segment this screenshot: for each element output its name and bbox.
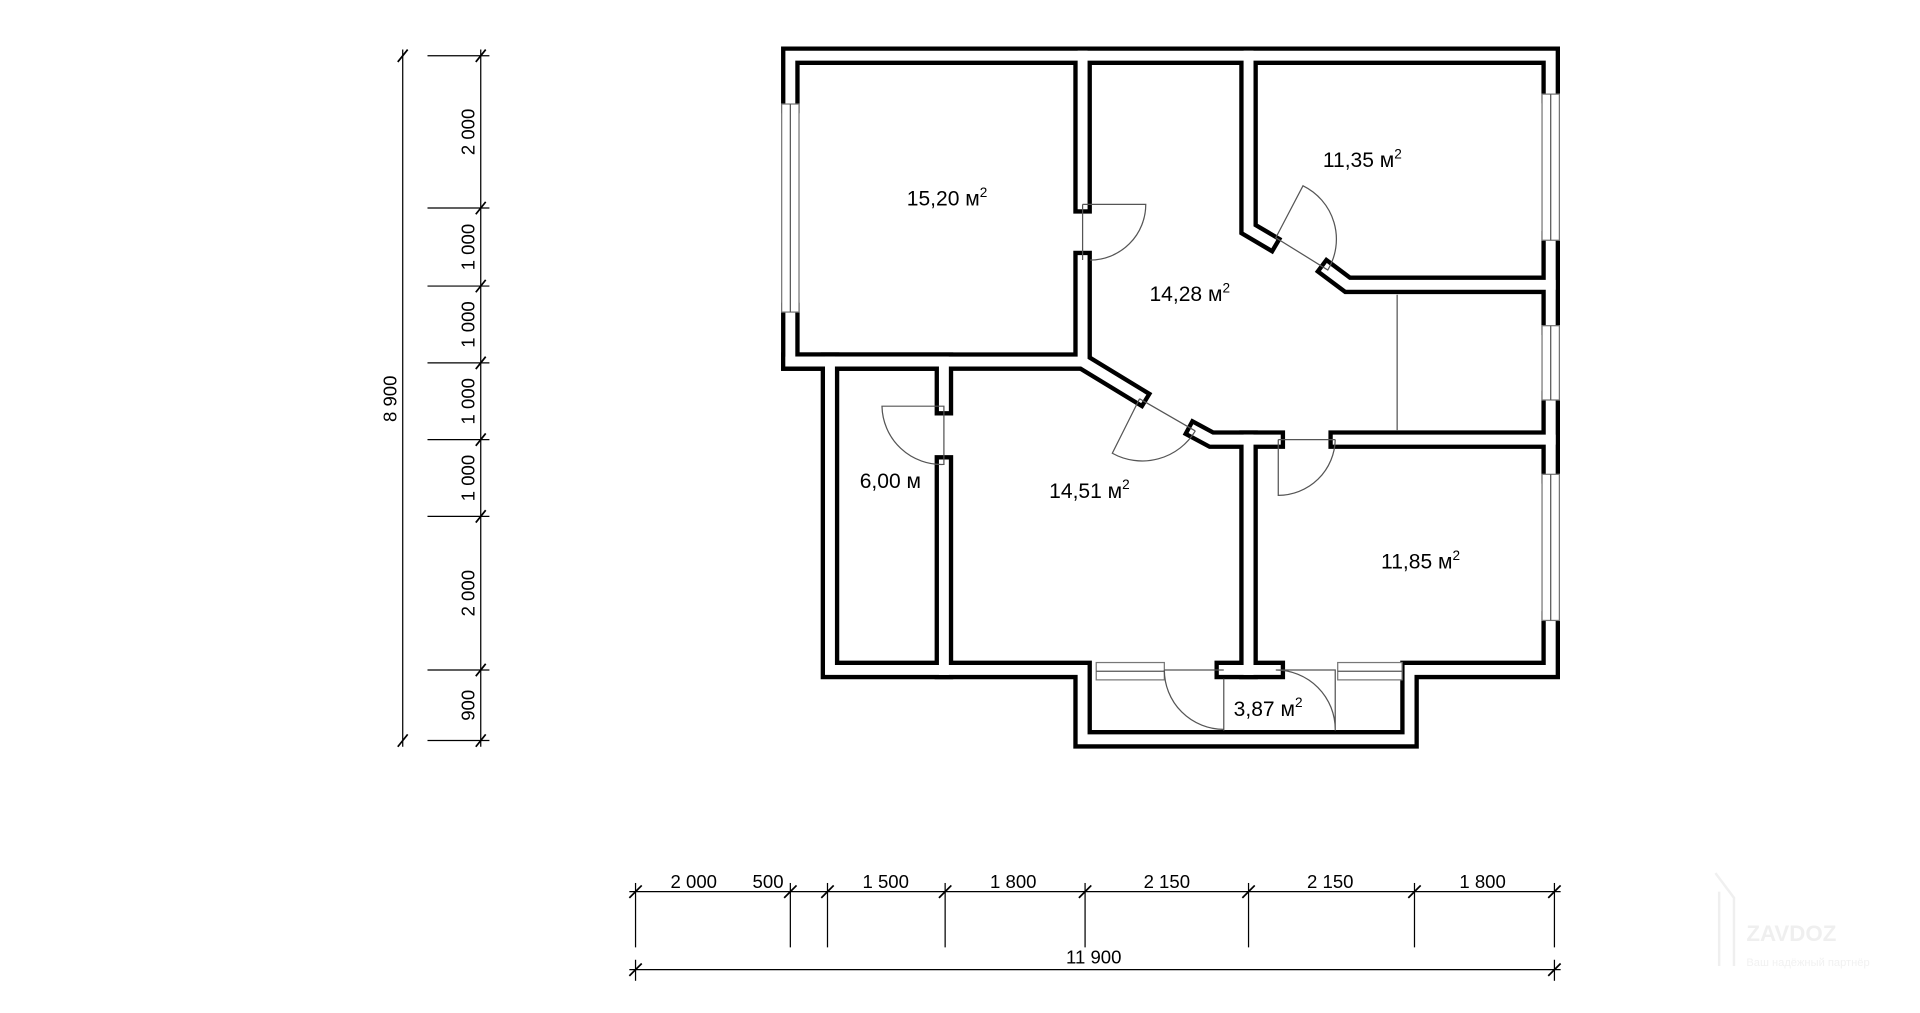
dimension-label: 1 000 [458,301,479,347]
dimension-total-horizontal: 11 900 [1066,946,1121,967]
dimension-label: 2 000 [458,109,479,155]
room-area-label: 3,87 м2 [1234,695,1303,721]
wall-fill [785,50,1556,109]
dimension-tick [475,201,487,215]
dimension-tick [475,733,487,748]
dimension-tick [783,884,798,899]
doors [881,184,1398,731]
room-area-label: 11,85 м2 [1381,548,1460,574]
room-area-label: 11,35 м2 [1323,147,1402,173]
dimension-tick [1407,884,1422,899]
dimension-tick [475,279,487,293]
wall-fill [1320,263,1556,290]
dimension-label: 1 000 [458,455,479,501]
dimension-tick [475,432,487,447]
dimension-tick [1547,884,1562,899]
dimension-label: 900 [458,690,479,721]
dimension-tick [628,962,643,977]
walls [781,46,1560,749]
dimension-tick [475,356,487,370]
door-swing [1163,669,1225,731]
room-labels: 15,20 м2 11,35 м2 14,28 м2 6,00 м 14,51 м2 11… [860,147,1460,721]
wall-fill [1188,424,1281,445]
watermark-subtitle: Ваш надёжный партнёр [1746,957,1869,969]
dimension-label: 2 000 [458,570,479,616]
dimension-tick [475,663,487,677]
room-area-label: 14,28 м2 [1149,280,1230,306]
wall [781,250,1092,371]
wall-fill [785,255,1088,367]
dimension-label: 2 000 [671,871,717,892]
watermark-text: ZAVDOZ [1746,921,1836,946]
wall [820,352,954,416]
door-swing [881,405,945,466]
door-swing [1277,439,1336,496]
dimension-tick [1241,884,1256,899]
wall-fill [1243,50,1277,249]
dimension-label: 2 150 [1307,871,1353,892]
watermark-logo: ZAVDOZ Ваш надёжный партнёр [1714,872,1870,969]
dimension-lines: 2 000 1 000 1 000 1 000 1 000 2 000 900 8 900 2 … [380,48,1562,981]
dimension-tick [1078,884,1092,899]
door-swing [1111,398,1196,462]
dimension-tick [397,733,409,748]
room-area-label: 6,00 м [860,470,921,493]
dimension-label: 1 000 [458,378,479,424]
dimension-tick [628,884,643,899]
house-icon [1714,872,1736,966]
dimension-label: 2 150 [1144,871,1190,892]
wall [781,302,1560,749]
dimension-label: 1 000 [458,224,479,270]
room-area-label: 14,51 м2 [1049,477,1130,503]
dimension-tick [938,884,952,899]
dimension-tick [475,509,487,524]
dimension-tick [475,48,487,63]
wall-fill [1075,354,1147,404]
dimension-label: 500 [753,871,784,892]
door-swing [1275,294,1398,731]
room-area-label: 15,20 м2 [907,185,988,211]
dimension-tick [1547,962,1562,977]
dimension-total-vertical: 8 900 [380,376,401,422]
windows [781,93,1560,681]
door-swing [1081,203,1147,261]
dimension-label: 1 800 [990,871,1036,892]
dimension-tick [820,884,835,899]
wall [781,46,1560,114]
dimension-label: 1 800 [1459,871,1505,892]
door-swing [1274,184,1337,271]
dimension-tick [397,48,409,63]
wall-fill [825,356,949,412]
dimension-label: 1 500 [862,871,908,892]
